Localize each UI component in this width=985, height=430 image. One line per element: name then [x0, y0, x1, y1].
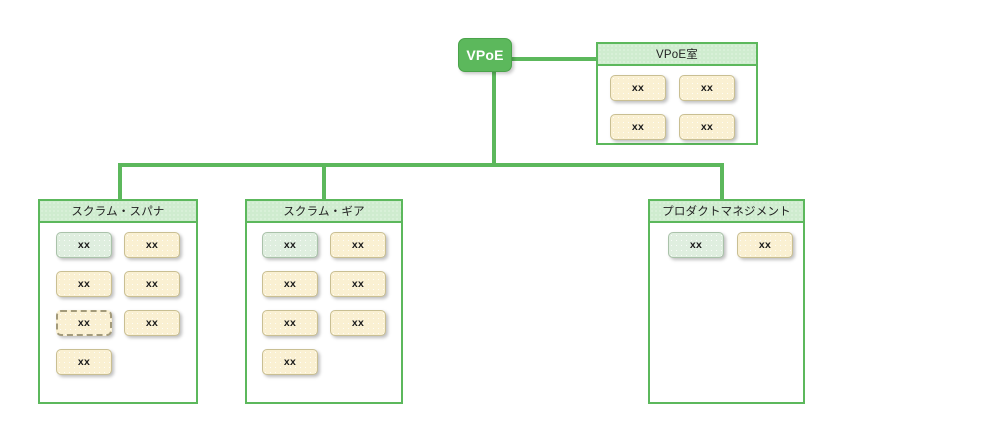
- member-box[interactable]: xx: [610, 114, 666, 140]
- member-box[interactable]: xx: [124, 232, 180, 258]
- member-label: xx: [631, 121, 645, 133]
- member-box[interactable]: xx: [330, 310, 386, 336]
- member-box[interactable]: xx: [610, 75, 666, 101]
- group-product-management-body: xx xx: [650, 223, 803, 271]
- node-vpoe-label: VPoE: [466, 47, 504, 63]
- member-label: xx: [283, 317, 297, 329]
- member-label: xx: [145, 317, 159, 329]
- member-label: xx: [77, 317, 91, 329]
- member-box[interactable]: xx: [56, 271, 112, 297]
- group-scrum-gear[interactable]: スクラム・ギア xx xx xx xx xx xx xx: [245, 199, 403, 404]
- group-product-management[interactable]: プロダクトマネジメント xx xx: [648, 199, 805, 404]
- member-label: xx: [283, 356, 297, 368]
- group-scrum-spanner-title: スクラム・スパナ: [40, 201, 196, 223]
- member-label: xx: [700, 82, 714, 94]
- member-label: xx: [145, 239, 159, 251]
- member-box[interactable]: xx: [668, 232, 724, 258]
- member-label: xx: [758, 239, 772, 251]
- member-box[interactable]: xx: [124, 310, 180, 336]
- member-box[interactable]: xx: [56, 232, 112, 258]
- member-box[interactable]: xx: [124, 271, 180, 297]
- member-box[interactable]: xx: [262, 271, 318, 297]
- member-label: xx: [77, 278, 91, 290]
- connector-drop-scrum-spanner: [118, 163, 122, 201]
- connector-drop-scrum-gear: [322, 163, 326, 201]
- group-vpoe-office[interactable]: VPoE室 xx xx xx xx: [596, 42, 758, 145]
- member-box[interactable]: xx: [737, 232, 793, 258]
- group-vpoe-office-body: xx xx xx xx: [598, 66, 756, 153]
- member-label: xx: [700, 121, 714, 133]
- group-vpoe-office-title: VPoE室: [598, 44, 756, 66]
- member-label: xx: [77, 356, 91, 368]
- connector-drop-product-management: [720, 163, 724, 201]
- connector-vpoe-trunk: [492, 72, 496, 166]
- connector-vpoe-to-vpoe-office: [512, 57, 598, 61]
- member-box[interactable]: xx: [262, 349, 318, 375]
- member-label: xx: [351, 278, 365, 290]
- member-box[interactable]: xx: [330, 271, 386, 297]
- member-label: xx: [77, 239, 91, 251]
- group-scrum-gear-body: xx xx xx xx xx xx xx: [247, 223, 401, 388]
- connector-horizontal-bus: [118, 163, 724, 167]
- member-box[interactable]: xx: [679, 75, 735, 101]
- member-label: xx: [689, 239, 703, 251]
- group-scrum-spanner[interactable]: スクラム・スパナ xx xx xx xx xx xx xx: [38, 199, 198, 404]
- member-box[interactable]: xx: [56, 349, 112, 375]
- group-product-management-title: プロダクトマネジメント: [650, 201, 803, 223]
- member-label: xx: [145, 278, 159, 290]
- member-label: xx: [631, 82, 645, 94]
- member-box[interactable]: xx: [262, 310, 318, 336]
- group-scrum-gear-title: スクラム・ギア: [247, 201, 401, 223]
- member-label: xx: [283, 278, 297, 290]
- member-box[interactable]: xx: [330, 232, 386, 258]
- member-box[interactable]: xx: [679, 114, 735, 140]
- member-label: xx: [351, 239, 365, 251]
- member-box-dashed[interactable]: xx: [56, 310, 112, 336]
- member-label: xx: [351, 317, 365, 329]
- member-label: xx: [283, 239, 297, 251]
- member-box[interactable]: xx: [262, 232, 318, 258]
- node-vpoe[interactable]: VPoE: [458, 38, 512, 72]
- group-scrum-spanner-body: xx xx xx xx xx xx xx: [40, 223, 196, 388]
